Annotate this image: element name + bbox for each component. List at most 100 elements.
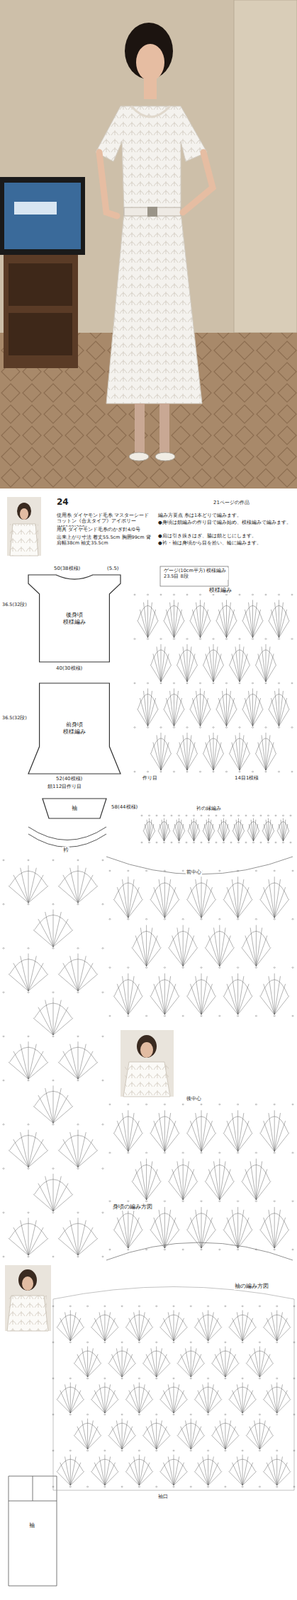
stitch-mark	[109, 968, 111, 970]
stitch-mark	[172, 1415, 175, 1417]
crochet-chart	[8, 866, 98, 1257]
stitch-mark	[155, 1451, 158, 1454]
stitch-mark	[121, 1415, 123, 1417]
stitch-mark	[104, 1379, 106, 1381]
stitch-mark	[277, 594, 280, 597]
stitch-mark	[258, 1307, 261, 1309]
stitch-mark	[127, 871, 130, 873]
stitch-mark	[163, 1250, 166, 1252]
stitch-mark	[109, 871, 111, 873]
stitch-mark	[225, 771, 227, 774]
stitch-mark	[52, 1487, 54, 1490]
stitch-mark	[258, 1343, 261, 1345]
stitch-mark	[160, 639, 162, 641]
chain-stitches	[133, 594, 293, 774]
pattern-piece: 後身頃模様編み	[28, 575, 121, 663]
stitch-mark	[245, 842, 247, 845]
pattern-note: 編み方要点 糸は1本どりで編みます。	[157, 513, 243, 519]
stitch-mark	[155, 842, 158, 845]
stitch-mark	[2, 1257, 5, 1259]
mini-schematic	[8, 1477, 57, 1588]
stitch-mark	[292, 1105, 294, 1107]
stitch-mark	[138, 1379, 140, 1381]
stitch-mark	[236, 1153, 239, 1156]
stitch-mark	[77, 1213, 79, 1215]
dimension-label: 14目1模様	[233, 776, 260, 783]
stitch-mark	[172, 1307, 175, 1309]
stitch-mark	[109, 1153, 111, 1156]
stitch-mark	[212, 683, 215, 685]
stitch-mark	[160, 771, 162, 774]
stitch-mark	[155, 1307, 158, 1309]
stitch-mark	[265, 594, 267, 597]
stitch-mark	[145, 1153, 147, 1156]
stitch-mark	[86, 1343, 88, 1345]
stitch-mark	[241, 1307, 244, 1309]
stitch-mark	[224, 1487, 227, 1490]
stitch-mark	[133, 727, 136, 730]
stitch-mark	[207, 815, 210, 818]
stitch-mark	[2, 949, 5, 951]
stitch-mark	[52, 1379, 54, 1381]
stitch-mark	[252, 842, 254, 845]
stitch-mark	[265, 771, 267, 774]
dimension-label: 袖	[28, 1523, 36, 1532]
stitch-mark	[199, 639, 201, 641]
stitch-mark	[170, 815, 173, 818]
stitch-mark	[2, 904, 5, 906]
stitch-mark	[215, 842, 217, 845]
stitch-mark	[177, 842, 180, 845]
stitch-mark	[86, 1451, 88, 1454]
crochet-chart	[113, 1111, 290, 1250]
gauge-box	[160, 567, 229, 587]
stitch-mark	[163, 1202, 166, 1204]
stitch-mark	[260, 842, 262, 845]
stitch-mark	[225, 683, 227, 685]
stitch-mark	[273, 1105, 276, 1107]
stitch-mark	[121, 1307, 123, 1309]
dimension-label: 前中心	[185, 870, 203, 877]
stitch-mark	[291, 771, 293, 774]
stitch-mark	[170, 842, 173, 845]
stitch-mark	[182, 968, 184, 970]
piece-label: 前身頃	[65, 722, 84, 730]
stitch-mark	[172, 594, 175, 597]
chain-stitches	[2, 860, 104, 1259]
stitch-mark	[27, 1080, 30, 1083]
stitch-mark	[146, 594, 149, 597]
dimension-label: 36.5(32段)	[1, 602, 28, 609]
pattern-piece: 前身頃模様編み	[28, 684, 121, 775]
stitch-mark	[293, 1307, 295, 1309]
stitch-mark	[138, 1487, 140, 1490]
stitch-mark	[127, 1016, 130, 1018]
stitch-mark	[182, 871, 184, 873]
stitch-mark	[206, 1343, 209, 1345]
crochet-chart	[113, 877, 290, 1016]
stitch-mark	[146, 683, 149, 685]
stitch-mark	[2, 1213, 5, 1215]
stitch-mark	[276, 1415, 278, 1417]
stitch-mark	[186, 771, 188, 774]
stitch-mark	[236, 968, 239, 970]
stitch-mark	[212, 639, 215, 641]
stitch-mark	[276, 1343, 278, 1345]
stitch-mark	[86, 1415, 88, 1417]
stitch-mark	[293, 1487, 295, 1490]
stitch-mark	[146, 727, 149, 730]
stitch-mark	[172, 1487, 175, 1490]
stitch-mark	[27, 860, 30, 862]
stitch-mark	[172, 727, 175, 730]
stitch-mark	[27, 1037, 30, 1039]
stitch-mark	[225, 594, 227, 597]
stitch-mark	[199, 594, 201, 597]
stitch-mark	[102, 1125, 104, 1128]
stitch-mark	[177, 815, 180, 818]
chain-stitches	[52, 1307, 295, 1490]
pattern-note: ●肩は引き抜きはぎ、脇は鎖とじにします。	[157, 533, 258, 540]
stitch-mark	[2, 1169, 5, 1171]
stitch-mark	[277, 727, 280, 730]
stitch-mark	[52, 1451, 54, 1454]
stitch-mark	[145, 968, 147, 970]
stitch-mark	[127, 1153, 130, 1156]
